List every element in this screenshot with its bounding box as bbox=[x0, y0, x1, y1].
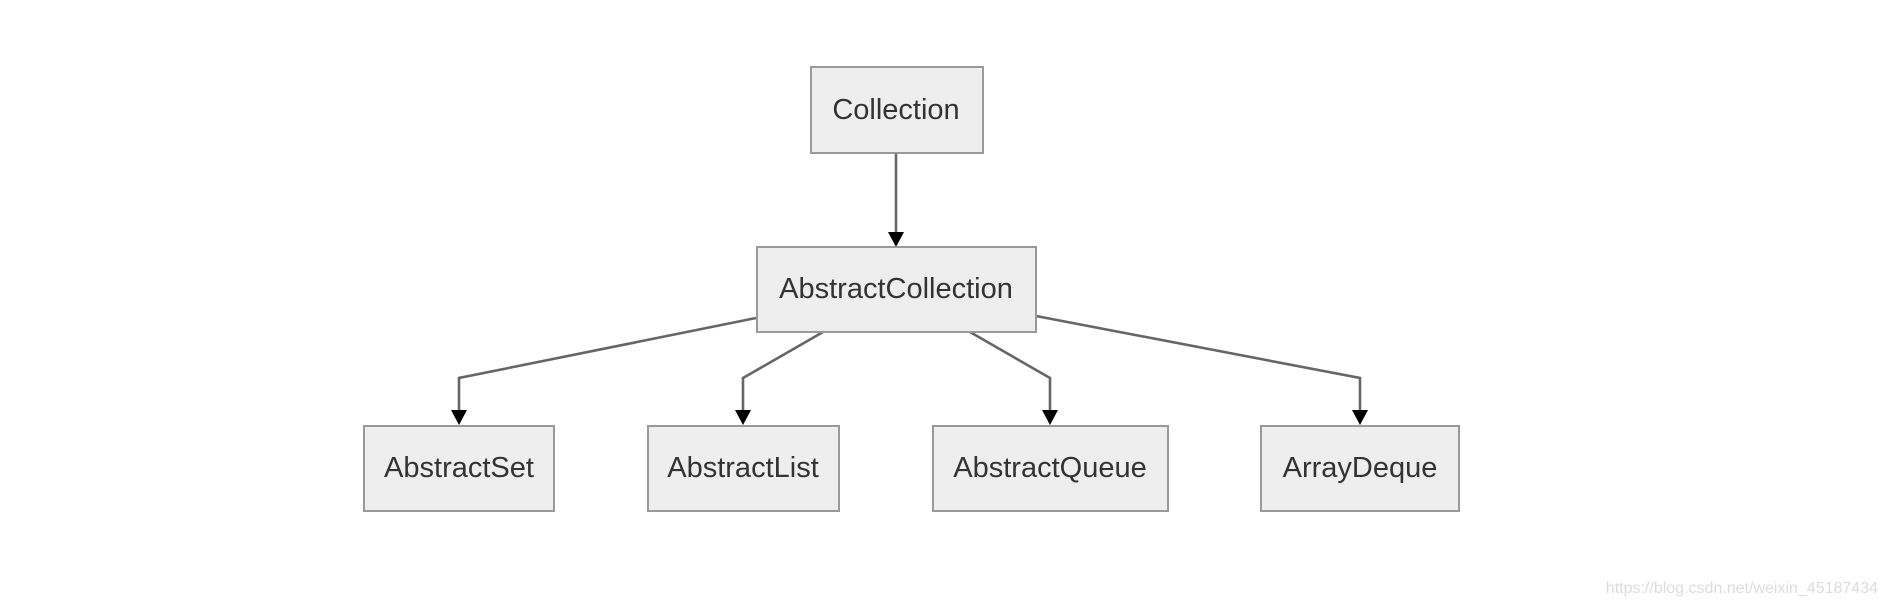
edge-abstractcollection-to-abstractqueue bbox=[969, 330, 1052, 410]
node-label: AbstractSet bbox=[384, 452, 534, 484]
arrowhead-abstractset bbox=[451, 410, 467, 425]
node-arraydeque[interactable]: ArrayDeque bbox=[1260, 425, 1460, 512]
arrowhead-arraydeque bbox=[1352, 410, 1368, 425]
node-label: ArrayDeque bbox=[1283, 452, 1438, 484]
node-label: AbstractQueue bbox=[953, 452, 1146, 484]
watermark-text: https://blog.csdn.net/weixin_45187434 bbox=[1605, 580, 1878, 597]
node-abstractlist[interactable]: AbstractList bbox=[647, 425, 840, 512]
edge-abstractcollection-to-abstractlist bbox=[741, 330, 824, 410]
arrowhead-abstractcollection bbox=[888, 232, 904, 247]
node-collection[interactable]: Collection bbox=[810, 66, 984, 154]
edges bbox=[451, 153, 1368, 425]
node-abstractqueue[interactable]: AbstractQueue bbox=[932, 425, 1169, 512]
node-label: AbstractList bbox=[667, 452, 819, 484]
edge-abstractcollection-to-abstractset bbox=[457, 316, 757, 410]
arrowhead-abstractqueue bbox=[1042, 410, 1058, 425]
node-label: AbstractCollection bbox=[779, 273, 1013, 305]
node-abstractcollection[interactable]: AbstractCollection bbox=[756, 246, 1037, 333]
edge-abstractcollection-to-arraydeque bbox=[1035, 314, 1362, 410]
node-abstractset[interactable]: AbstractSet bbox=[363, 425, 555, 512]
arrowhead-abstractlist bbox=[735, 410, 751, 425]
node-label: Collection bbox=[832, 94, 959, 126]
